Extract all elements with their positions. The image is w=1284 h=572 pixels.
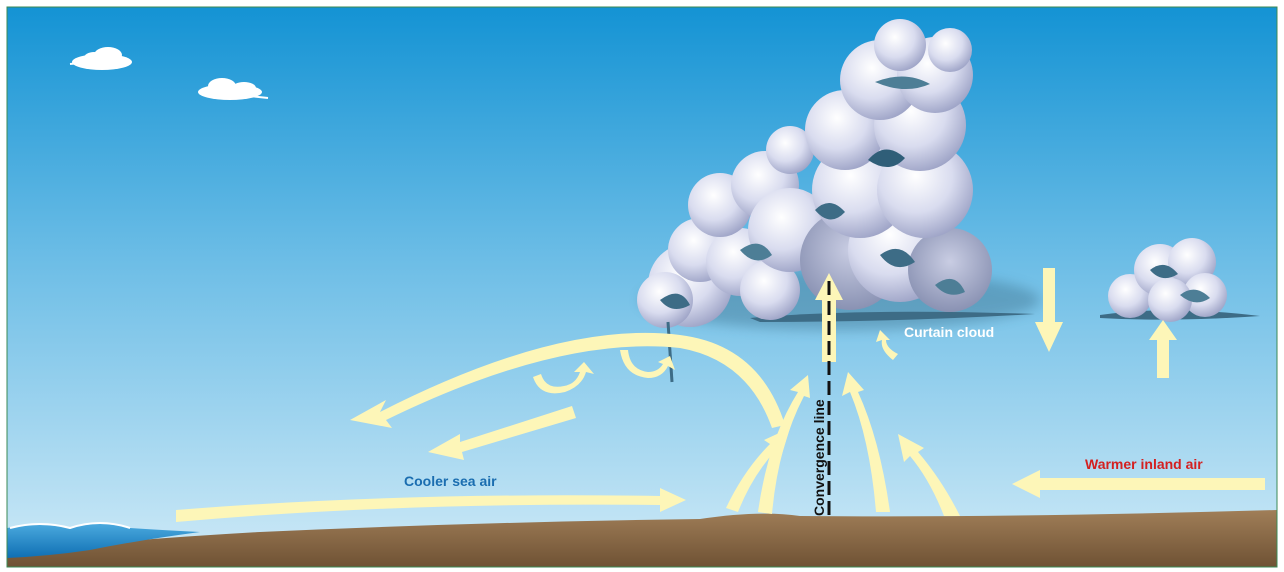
cooler-sea-air-label: Cooler sea air bbox=[404, 473, 497, 489]
convergence-line-label: Convergence line bbox=[811, 399, 827, 516]
curtain-cloud-label: Curtain cloud bbox=[904, 324, 994, 340]
warmer-inland-air-label: Warmer inland air bbox=[1085, 456, 1203, 472]
